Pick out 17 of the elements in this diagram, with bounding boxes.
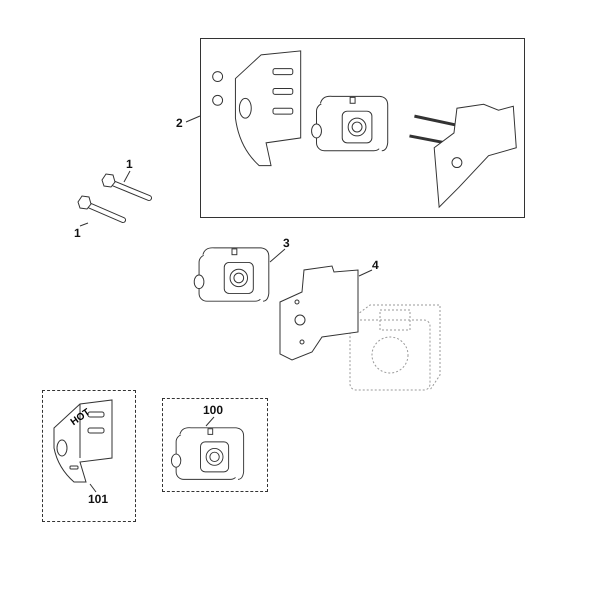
callout-number: 100 <box>203 403 224 417</box>
callout-number: 1 <box>74 226 81 240</box>
callout-number: 1 <box>126 157 133 171</box>
leader-line <box>206 416 214 426</box>
leader-line <box>270 248 286 262</box>
bolt-drawing <box>100 172 152 202</box>
callout-number: 3 <box>283 236 290 250</box>
leader-line <box>80 222 88 226</box>
callout-number: 4 <box>372 258 379 272</box>
leader-line <box>90 484 96 492</box>
leader-line <box>186 116 200 122</box>
leader-line <box>124 170 130 182</box>
bolt-drawing <box>76 194 126 224</box>
callout-number: 2 <box>176 116 183 130</box>
leader-line <box>358 270 372 276</box>
callout-number: 101 <box>88 492 108 506</box>
kit-frame <box>200 38 525 218</box>
